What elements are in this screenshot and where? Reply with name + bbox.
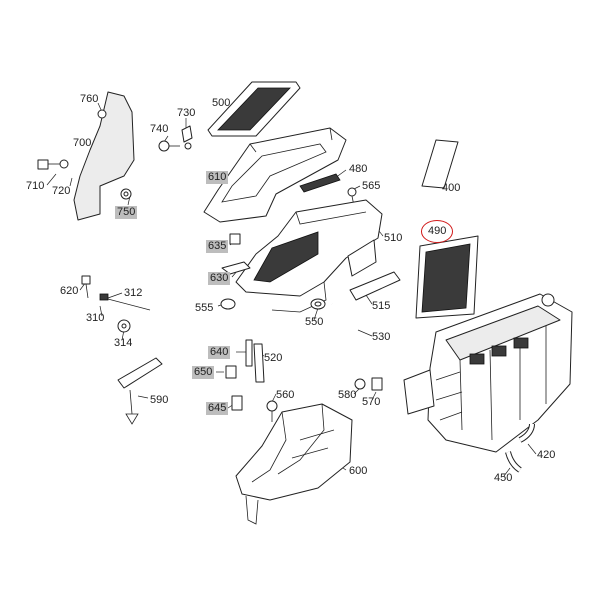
label-490: 490 xyxy=(421,220,454,243)
label-530: 530 xyxy=(372,331,391,343)
hose-530 xyxy=(329,303,401,407)
label-610: 610 xyxy=(206,171,229,184)
label-520: 520 xyxy=(264,352,283,364)
filter-490 xyxy=(415,235,479,319)
strip-590 xyxy=(117,357,163,425)
clip-730 xyxy=(181,125,193,150)
label-314: 314 xyxy=(114,337,133,349)
label-760: 760 xyxy=(80,93,99,105)
cap-645 xyxy=(231,395,243,411)
hose-420 xyxy=(518,423,535,443)
grille-480 xyxy=(299,173,341,193)
label-630: 630 xyxy=(208,272,231,285)
hvac-assembly xyxy=(403,293,573,453)
label-450: 450 xyxy=(494,472,513,484)
grommet-550 xyxy=(310,298,326,310)
bolt-314 xyxy=(117,319,131,333)
label-700: 700 xyxy=(73,137,92,149)
label-310: 310 xyxy=(86,312,105,324)
lower-tray-600 xyxy=(235,403,353,525)
label-500: 500 xyxy=(212,97,231,109)
strip-515 xyxy=(349,271,401,301)
filter-pad-400 xyxy=(421,139,459,189)
clip-570 xyxy=(371,377,383,391)
label-720: 720 xyxy=(52,185,71,197)
label-515: 515 xyxy=(372,300,391,312)
hose-450 xyxy=(505,451,522,473)
drain-640 xyxy=(245,339,253,367)
grommet-555 xyxy=(220,298,236,310)
label-635: 635 xyxy=(206,240,229,253)
label-510: 510 xyxy=(384,232,403,244)
label-480: 480 xyxy=(349,163,368,175)
upper-housing-610 xyxy=(203,127,347,223)
bolt-710 xyxy=(37,159,69,170)
drain-520 xyxy=(253,343,265,383)
label-580: 580 xyxy=(338,389,357,401)
label-555: 555 xyxy=(195,302,214,314)
clip-650 xyxy=(225,365,237,379)
label-570: 570 xyxy=(362,396,381,408)
screw-560 xyxy=(266,400,278,422)
label-740: 740 xyxy=(150,123,169,135)
trim-panel-700 xyxy=(73,91,135,221)
label-645: 645 xyxy=(206,402,229,415)
label-400: 400 xyxy=(442,182,461,194)
label-600: 600 xyxy=(349,465,368,477)
label-312: 312 xyxy=(124,287,143,299)
label-420: 420 xyxy=(537,449,556,461)
label-730: 730 xyxy=(177,107,196,119)
bracket-635 xyxy=(229,233,241,245)
label-710: 710 xyxy=(26,180,45,192)
bolt-620 xyxy=(81,275,91,299)
label-560: 560 xyxy=(276,389,295,401)
rod-312 xyxy=(99,293,151,311)
label-590: 590 xyxy=(150,394,169,406)
screw-740 xyxy=(158,140,180,152)
label-620: 620 xyxy=(60,285,79,297)
label-565: 565 xyxy=(362,180,381,192)
main-housing-510 xyxy=(235,199,383,313)
mat-500 xyxy=(207,81,301,137)
grommet-580 xyxy=(354,378,366,390)
label-650: 650 xyxy=(192,366,215,379)
label-640: 640 xyxy=(208,346,231,359)
label-550: 550 xyxy=(305,316,324,328)
label-750: 750 xyxy=(115,206,138,219)
